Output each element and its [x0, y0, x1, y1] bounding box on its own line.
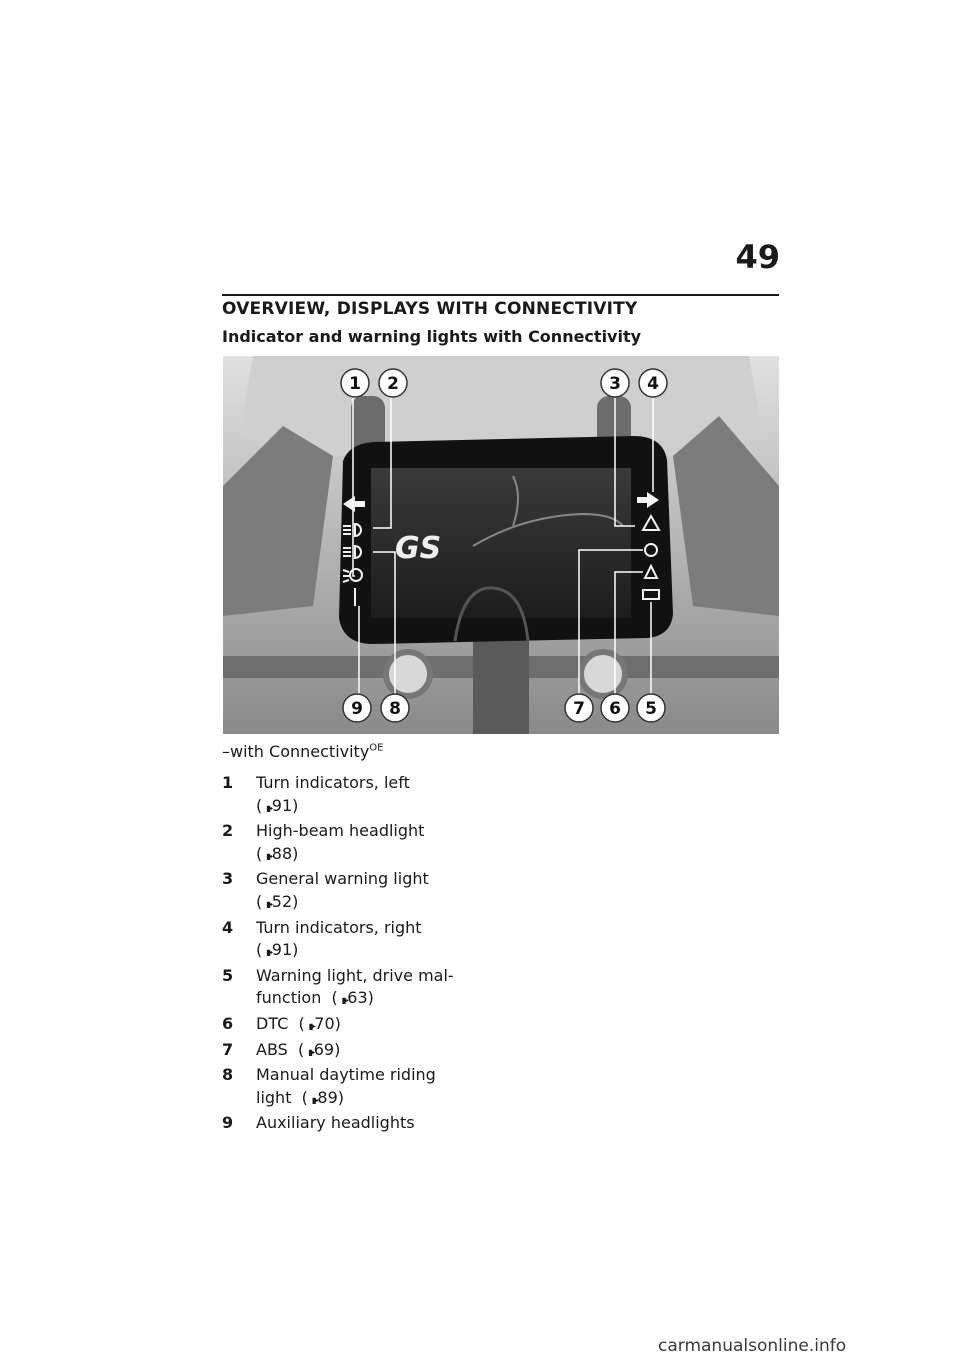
callout-8: 8	[389, 699, 401, 719]
callout-4: 4	[647, 374, 659, 394]
gs-logo: GS	[395, 531, 441, 566]
abs-icon	[644, 543, 658, 557]
page-number: 49	[735, 238, 780, 276]
callout-9: 9	[351, 699, 363, 719]
callout-6: 6	[609, 699, 621, 719]
page-ref-arrow-icon	[308, 1041, 312, 1065]
callout-7: 7	[573, 699, 585, 719]
general-warning-icon	[641, 513, 661, 531]
page-ref-link[interactable]: 91)	[271, 795, 299, 815]
watermark: carmanualsonline.info	[658, 1336, 847, 1356]
caption-sup: OE	[369, 742, 384, 754]
page-ref-arrow-icon	[342, 989, 346, 1013]
callout-3: 3	[609, 374, 621, 394]
page-ref-arrow-icon	[266, 893, 270, 917]
callout-1: 1	[349, 374, 361, 394]
high-beam-icon	[343, 522, 362, 538]
page-ref-arrow-icon	[312, 1089, 316, 1113]
daytime-light-icon	[343, 544, 362, 560]
subtitle: Indicator and warning lights with Connec…	[222, 327, 642, 346]
instrument-cluster-illustration: GS	[223, 356, 779, 734]
callout-2: 2	[387, 374, 399, 394]
turn-right-icon	[637, 492, 659, 508]
dtc-icon	[643, 563, 659, 579]
engine-malfunction-icon	[642, 589, 660, 600]
page-ref-link[interactable]: 70)	[314, 1013, 341, 1033]
page-ref-link[interactable]: 88)	[271, 843, 299, 863]
page-ref-arrow-icon	[309, 1015, 313, 1039]
figure-caption: –with ConnectivityOE	[222, 742, 384, 761]
page-ref-link[interactable]: 91)	[271, 940, 299, 960]
auxiliary-headlights-icon	[342, 568, 363, 583]
page-ref-link[interactable]: 89)	[317, 1087, 345, 1107]
page-ref-arrow-icon	[266, 845, 270, 869]
page-ref-link[interactable]: 52)	[271, 891, 299, 911]
heading-rule	[222, 294, 779, 296]
instrument-cluster-figure: GS	[223, 356, 779, 734]
page-ref-link[interactable]: 63)	[347, 988, 374, 1008]
section-title: OVERVIEW, DISPLAYS WITH CONNECTIVITY	[222, 299, 638, 319]
page-ref-link[interactable]: 69)	[313, 1039, 341, 1059]
page-ref-arrow-icon	[266, 941, 270, 965]
callout-5: 5	[645, 699, 657, 719]
caption-text: –with Connectivity	[222, 742, 370, 761]
page-ref-arrow-icon	[266, 797, 270, 821]
turn-left-icon	[343, 496, 365, 512]
